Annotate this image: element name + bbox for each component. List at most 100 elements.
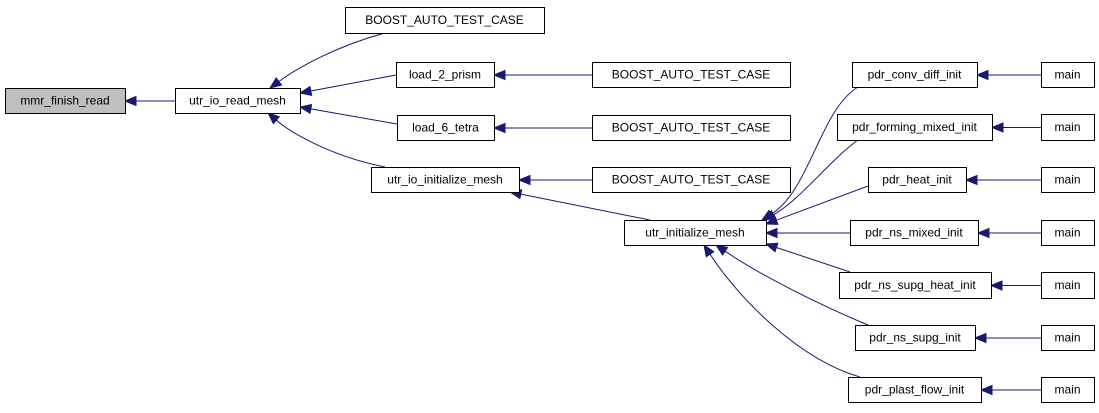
node-box [592, 62, 791, 88]
node-label: main [1054, 226, 1080, 240]
node-box [848, 377, 982, 403]
node-label: pdr_conv_diff_init [868, 68, 963, 82]
node-main7[interactable]: main [1041, 377, 1095, 403]
edge-boost1-to-utr-io-read-mesh [268, 32, 386, 89]
arrowhead [964, 174, 978, 186]
edge-load-2-prism-to-utr-io-read-mesh [298, 74, 397, 97]
edge-line [310, 108, 398, 125]
arrowhead [975, 69, 989, 81]
node-label: utr_initialize_mesh [645, 226, 744, 240]
node-main1[interactable]: main [1041, 62, 1095, 88]
node-box [371, 167, 520, 193]
node-label: pdr_forming_mixed_init [852, 120, 977, 134]
edge-boost4-to-utr-io-initialize-mesh [517, 174, 593, 186]
arrowhead [976, 227, 990, 239]
node-label: utr_io_initialize_mesh [387, 173, 502, 187]
node-main6[interactable]: main [1041, 325, 1095, 351]
edge-main6-to-pdr-ns-supg-init [973, 332, 1042, 344]
node-box [837, 114, 993, 141]
node-label: main [1054, 68, 1080, 82]
node-box [1041, 167, 1095, 193]
node-utr-initialize-mesh[interactable]: utr_initialize_mesh [624, 220, 767, 246]
node-pdr-ns-mixed-init[interactable]: pdr_ns_mixed_init [850, 220, 979, 246]
node-utr-io-read-mesh[interactable]: utr_io_read_mesh [175, 88, 301, 114]
edge-pdr-ns-supg-heat-init-to-utr-initialize-mesh [764, 242, 851, 273]
node-label: main [1054, 278, 1080, 292]
edge-pdr-ns-mixed-init-to-utr-initialize-mesh [764, 227, 850, 239]
node-label: pdr_ns_mixed_init [865, 226, 963, 240]
arrowhead [517, 174, 531, 186]
arrowhead [990, 122, 1004, 133]
edge-line [709, 253, 861, 378]
node-box [1041, 272, 1095, 299]
node-box [1041, 377, 1095, 403]
node-label: main [1054, 173, 1080, 187]
node-label: pdr_ns_supg_heat_init [854, 278, 976, 292]
edge-main7-to-pdr-plast-flow-init [979, 384, 1042, 396]
node-label: BOOST_AUTO_TEST_CASE [365, 13, 524, 27]
node-box [1041, 220, 1095, 246]
node-box [850, 220, 979, 246]
node-pdr-ns-supg-heat-init[interactable]: pdr_ns_supg_heat_init [839, 272, 992, 299]
node-label: load_6_tetra [412, 121, 479, 135]
arrowhead [989, 280, 1003, 291]
node-load-2-prism[interactable]: load_2_prism [396, 62, 495, 88]
node-label: utr_io_read_mesh [189, 94, 286, 108]
node-main4[interactable]: main [1041, 220, 1095, 246]
node-load-6-tetra[interactable]: load_6_tetra [397, 115, 495, 141]
edge-utr-io-initialize-mesh-to-utr-io-read-mesh [267, 112, 386, 168]
node-boost4[interactable]: BOOST_AUTO_TEST_CASE [592, 167, 791, 193]
edge-boost2-to-load-2-prism [492, 69, 593, 81]
node-box [397, 115, 495, 141]
node-box [5, 88, 126, 114]
node-label: main [1054, 120, 1080, 134]
node-label: load_2_prism [409, 68, 481, 82]
node-label: pdr_heat_init [882, 173, 952, 187]
edge-line [310, 74, 397, 92]
edges [123, 32, 1042, 396]
node-main5[interactable]: main [1041, 272, 1095, 299]
arrowhead [973, 332, 987, 344]
node-box [855, 325, 976, 351]
node-pdr-heat-init[interactable]: pdr_heat_init [868, 167, 967, 193]
node-mmr-finish-read[interactable]: mmr_finish_read [5, 88, 126, 114]
edge-pdr-conv-diff-init-to-utr-initialize-mesh [760, 86, 859, 221]
arrowhead [123, 95, 137, 107]
node-boost3[interactable]: BOOST_AUTO_TEST_CASE [592, 115, 791, 141]
arrowhead [764, 215, 779, 225]
node-box [624, 220, 767, 246]
node-boost2[interactable]: BOOST_AUTO_TEST_CASE [592, 62, 791, 88]
node-boost1[interactable]: BOOST_AUTO_TEST_CASE [345, 7, 545, 34]
node-label: BOOST_AUTO_TEST_CASE [612, 121, 771, 135]
edge-main5-to-pdr-ns-supg-heat-init [989, 280, 1042, 291]
edge-pdr-heat-init-to-utr-initialize-mesh [764, 185, 869, 225]
edge-load-6-tetra-to-utr-io-read-mesh [298, 103, 398, 125]
node-utr-io-initialize-mesh[interactable]: utr_io_initialize_mesh [371, 167, 520, 193]
node-box [592, 167, 791, 193]
arrowhead [979, 384, 993, 396]
arrowhead [492, 122, 506, 134]
edge-line [278, 32, 386, 82]
node-label: BOOST_AUTO_TEST_CASE [612, 68, 771, 82]
node-main3[interactable]: main [1041, 167, 1095, 193]
edge-line [724, 250, 869, 326]
node-pdr-ns-supg-init[interactable]: pdr_ns_supg_init [855, 325, 976, 351]
node-box [1041, 325, 1095, 351]
arrowhead [764, 242, 779, 253]
edge-main3-to-pdr-heat-init [964, 174, 1042, 186]
node-box [1041, 62, 1095, 88]
edge-pdr-plast-flow-init-to-utr-initialize-mesh [703, 243, 861, 378]
arrowhead [703, 243, 715, 258]
node-box [868, 167, 967, 193]
node-pdr-forming-mixed-init[interactable]: pdr_forming_mixed_init [837, 114, 993, 141]
node-pdr-plast-flow-init[interactable]: pdr_plast_flow_init [848, 377, 982, 403]
edge-main1-to-pdr-conv-diff-init [975, 69, 1042, 81]
node-pdr-conv-diff-init[interactable]: pdr_conv_diff_init [852, 62, 978, 88]
edge-line [275, 119, 386, 168]
node-box [852, 62, 978, 88]
node-main2[interactable]: main [1041, 114, 1095, 141]
edge-line [776, 247, 851, 273]
arrowhead [268, 76, 283, 89]
arrowhead [298, 85, 313, 97]
